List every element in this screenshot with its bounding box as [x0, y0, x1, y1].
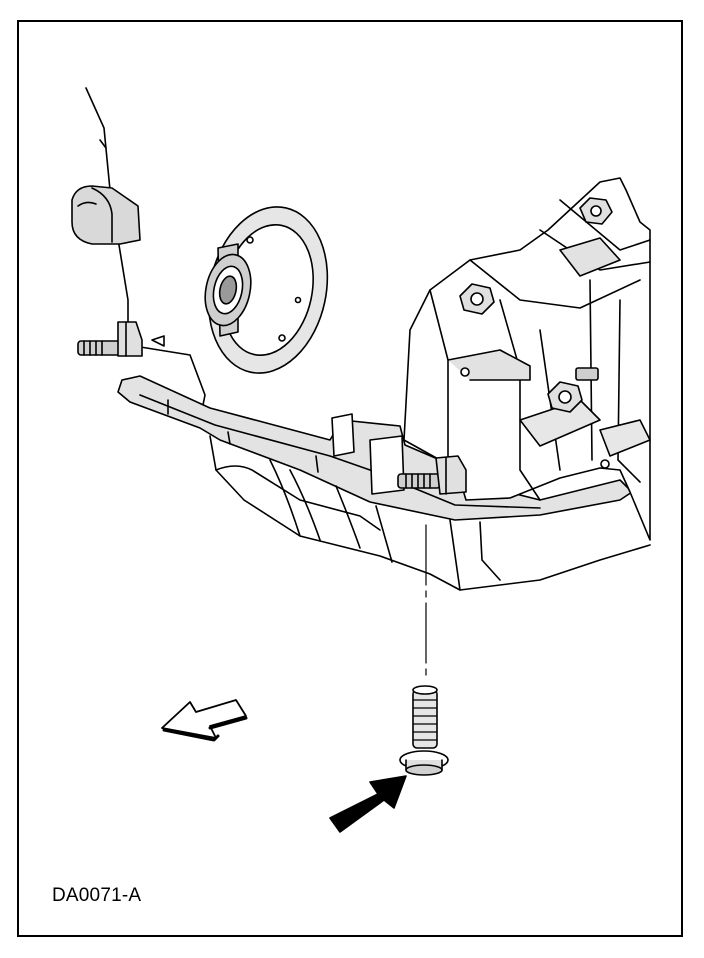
left-stud-bolt: [77, 321, 165, 357]
engine-block: [85, 87, 206, 421]
transmission-housing: [331, 177, 651, 541]
figure-id-label: DA0071-A: [52, 885, 142, 906]
mount-boss: [71, 185, 141, 245]
hex-bolt-top: [579, 197, 613, 225]
hex-bolt-lower: [547, 381, 583, 413]
flange-bolt: [399, 685, 449, 776]
small-stud-right: [575, 367, 599, 381]
front-direction-arrow: [161, 699, 248, 742]
right-stud-bolt: [397, 455, 467, 495]
hex-bolt-mid: [459, 283, 495, 315]
housing-bolts: [459, 197, 613, 469]
oil-pan: [209, 435, 651, 591]
crankshaft-pulley: [204, 206, 329, 374]
pointer-arrow-solid: [329, 775, 407, 833]
